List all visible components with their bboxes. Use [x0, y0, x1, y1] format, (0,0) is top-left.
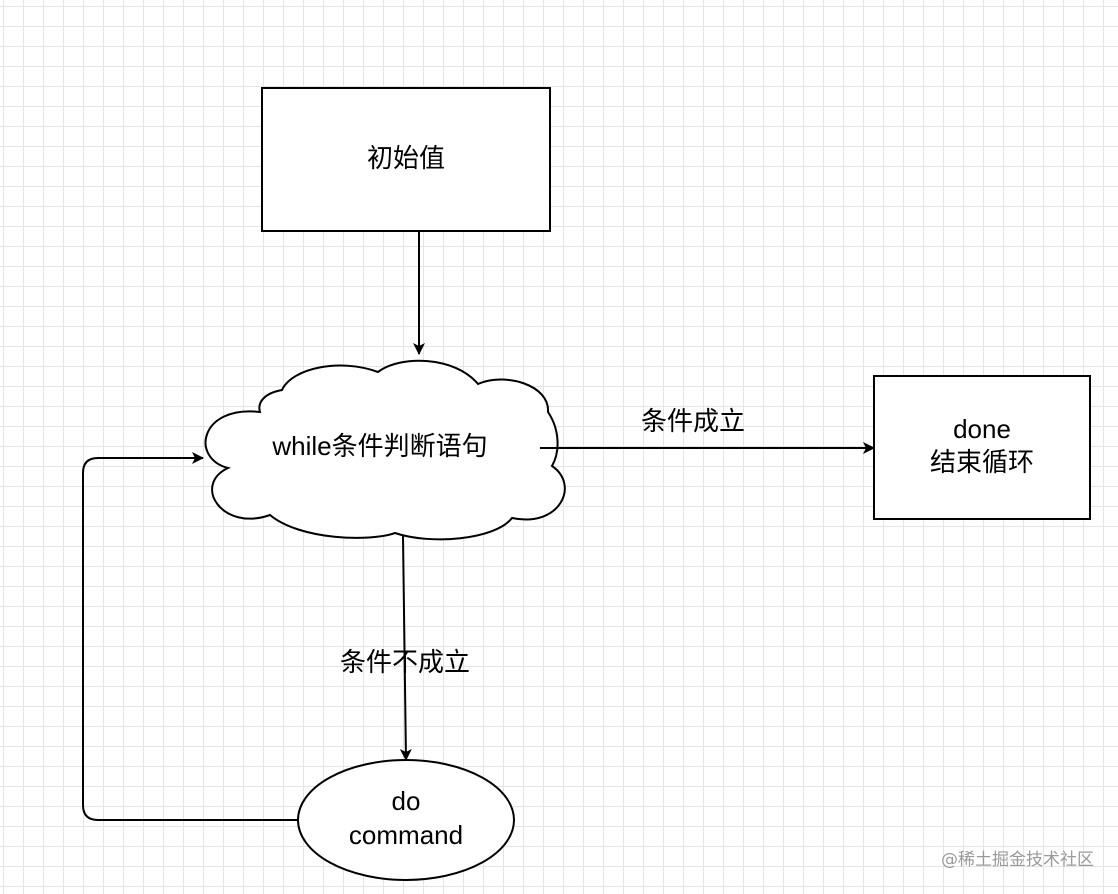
edge-false-label: 条件不成立	[340, 647, 470, 677]
init-node[interactable]: 初始值	[261, 87, 551, 232]
edge-condition-to-command	[399, 535, 412, 761]
done-node-line2: 结束循环	[930, 447, 1034, 477]
edge-true-label: 条件成立	[641, 406, 745, 436]
watermark-text: @稀土掘金技术社区	[941, 850, 1094, 870]
edge-command-to-condition	[82, 452, 298, 821]
command-node-line2: command	[349, 820, 463, 850]
command-node[interactable]: do command	[297, 759, 515, 881]
init-node-label: 初始值	[367, 143, 445, 173]
command-node-line1: do	[392, 786, 421, 816]
condition-node-label: while条件判断语句	[271, 431, 487, 461]
condition-node[interactable]: while条件判断语句	[204, 359, 566, 541]
done-node[interactable]: done 结束循环	[873, 375, 1091, 520]
done-node-line1: done	[953, 414, 1011, 444]
